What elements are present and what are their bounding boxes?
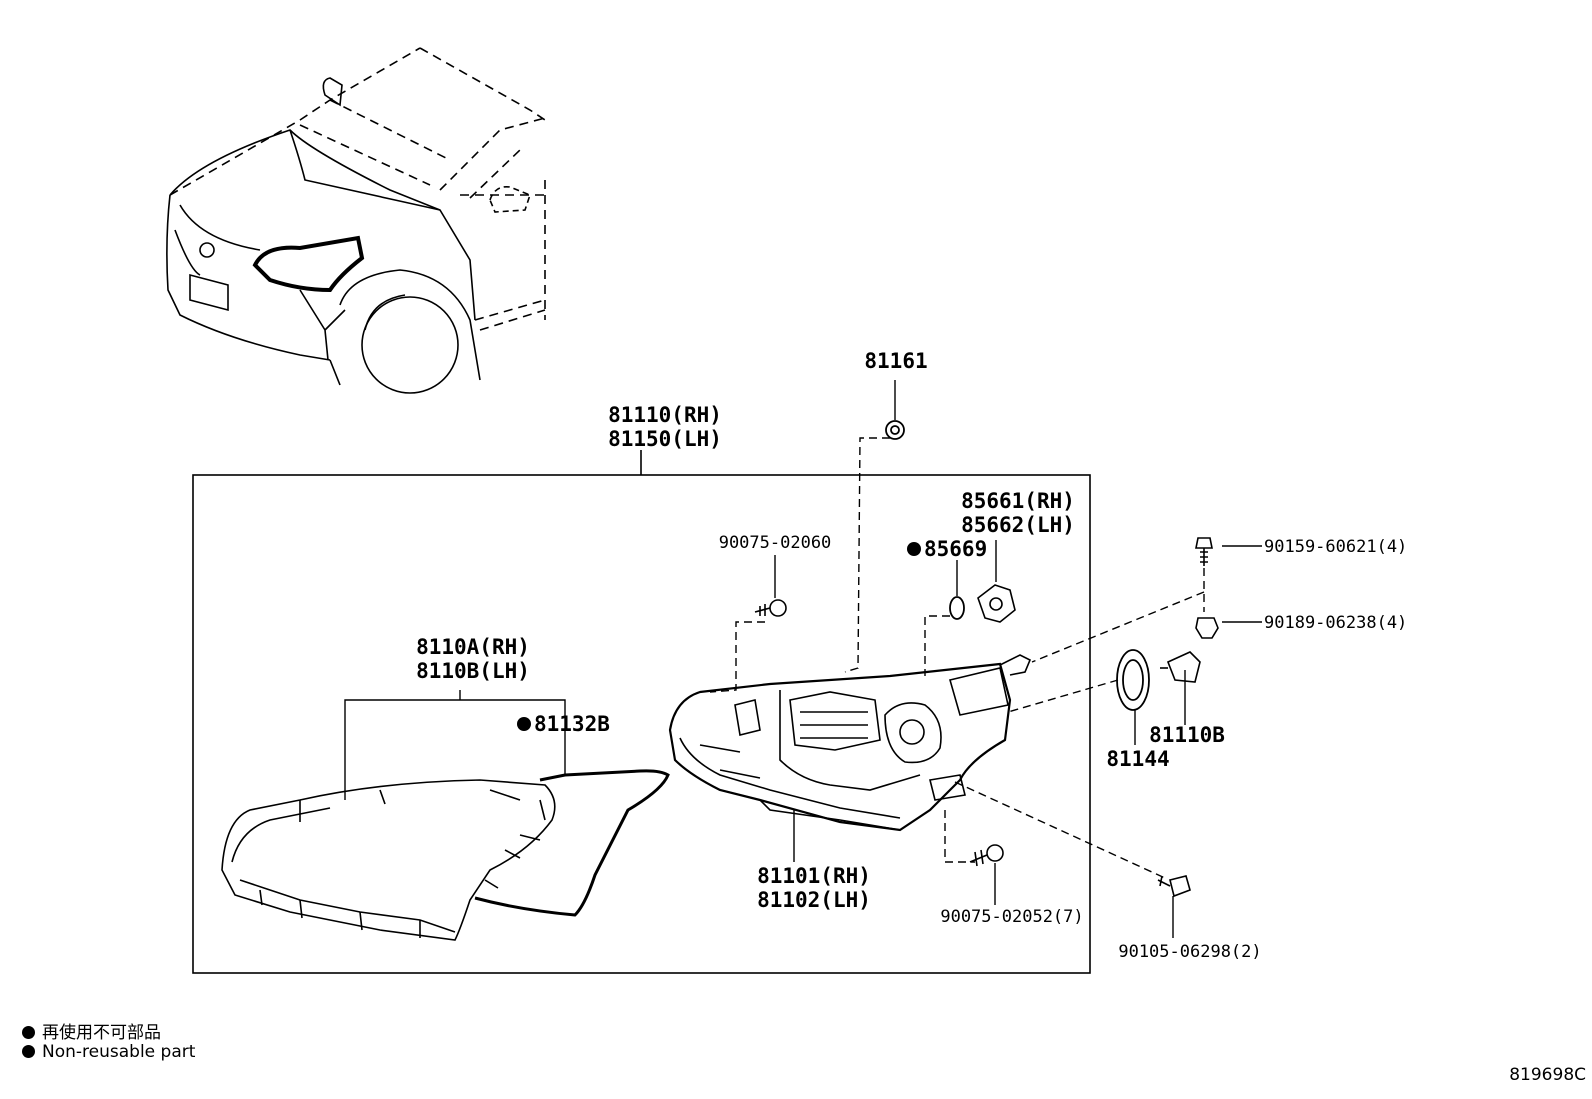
vehicle-outline	[166, 47, 546, 394]
bullet-icon	[22, 1045, 35, 1058]
label-90075-02060: 90075-02060	[719, 533, 832, 553]
o-ring-85669	[949, 596, 965, 620]
cap-81161	[885, 420, 905, 440]
screw-90075-02060	[754, 599, 787, 617]
label-81132b: 81132B	[534, 712, 610, 736]
legend-text-en: Non-reusable part	[42, 1042, 196, 1062]
label-85662-lh: 85662(LH)	[961, 513, 1075, 537]
legend-non-reusable-jp: 再使用不可部品	[22, 1018, 161, 1043]
diagram-code: 819698C	[1509, 1065, 1586, 1085]
label-85661-rh: 85661(RH)	[961, 489, 1075, 513]
label-90105-06298: 90105-06298(2)	[1118, 942, 1261, 962]
leader-lines	[344, 380, 1262, 938]
label-85669: 85669	[924, 537, 987, 561]
bullet-icon	[22, 1026, 35, 1039]
screw-90075-02052	[969, 844, 1004, 867]
bolt-90159-60621	[1195, 537, 1213, 566]
label-8110b-lh: 8110B(LH)	[416, 659, 530, 683]
label-90075-02052: 90075-02052(7)	[940, 907, 1083, 927]
bulb-81110b	[1160, 651, 1201, 683]
label-90159-60621: 90159-60621(4)	[1264, 537, 1407, 557]
label-90189-06238: 90189-06238(4)	[1264, 613, 1407, 633]
headlamp-housing	[668, 654, 1032, 832]
legend-text-jp: 再使用不可部品	[42, 1023, 161, 1043]
leveling-actuator	[977, 584, 1016, 623]
bolt-90105-06298	[1157, 875, 1191, 898]
label-81150-lh: 81150(LH)	[608, 427, 722, 451]
clip-90189-06238	[1195, 617, 1219, 639]
lens-seal-gasket	[474, 769, 670, 917]
label-8110a-rh: 8110A(RH)	[416, 635, 530, 659]
label-81102-lh: 81102(LH)	[757, 888, 871, 912]
non-reusable-dot	[907, 542, 921, 556]
label-81101-rh: 81101(RH)	[757, 864, 871, 888]
non-reusable-dot	[517, 717, 531, 731]
label-81161: 81161	[864, 349, 927, 373]
legend-non-reusable-en: Non-reusable part	[22, 1042, 195, 1062]
label-81144: 81144	[1106, 747, 1169, 771]
headlamp-lens	[221, 779, 556, 941]
socket-cover-81144	[1116, 649, 1150, 711]
label-81110b: 81110B	[1149, 723, 1225, 747]
label-81110-rh: 81110(RH)	[608, 403, 722, 427]
